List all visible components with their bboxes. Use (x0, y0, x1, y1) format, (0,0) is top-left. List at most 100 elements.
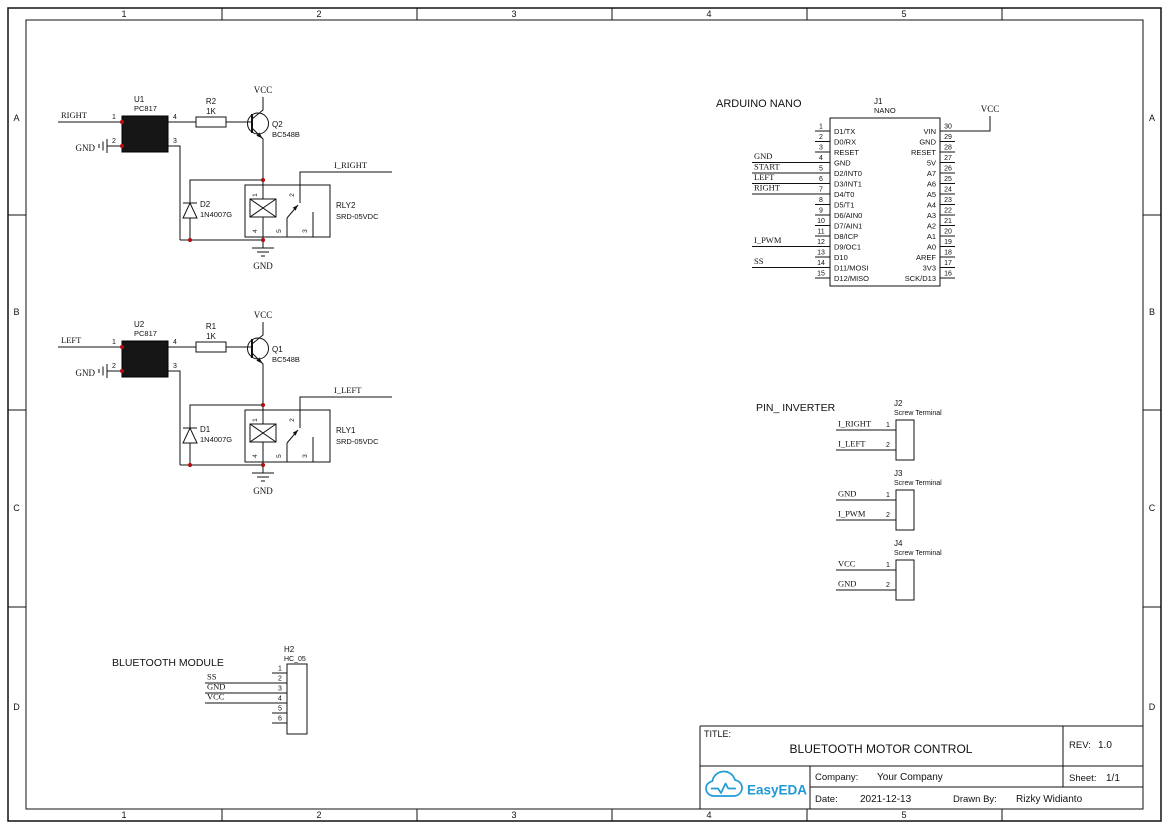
relay-part: SRD-05VDC (336, 437, 379, 446)
relay-symbol[interactable] (244, 409, 331, 463)
transistor-symbol[interactable] (247, 337, 269, 364)
net-label[interactable]: I_RIGHT (838, 419, 872, 429)
bluetooth-module[interactable]: BLUETOOTH MODULE H2 HC_05 1 2 3 4 5 6 SS… (112, 645, 308, 735)
optocoupler-body[interactable] (121, 340, 169, 378)
pin-name: D3/INT1 (834, 180, 862, 189)
net-label[interactable]: GND (754, 151, 772, 161)
net-label[interactable]: SS (207, 672, 217, 682)
net-wires[interactable] (752, 162, 815, 268)
pin-name: GND (919, 138, 936, 147)
net-wires[interactable] (836, 429, 896, 451)
connector-ref: H2 (284, 645, 295, 654)
resistor-body[interactable] (195, 116, 227, 128)
driver-circuit-left[interactable]: LEFT GND U2 PC817 1 2 4 3 R1 1K VCC Q1 B… (58, 310, 392, 496)
gnd-flag-label[interactable]: GND (253, 261, 273, 271)
transistor-circle (247, 337, 269, 360)
pin-number: 30 (944, 124, 952, 131)
net-label-output[interactable]: I_LEFT (334, 385, 362, 395)
arduino-body[interactable] (829, 117, 941, 287)
date-label: Date: (815, 794, 838, 805)
date-value: 2021-12-13 (860, 794, 912, 805)
net-label[interactable]: SS (754, 256, 764, 266)
connector-j3[interactable]: J3 Screw Terminal 1 2 GND I_PWM (836, 469, 942, 531)
transistor-symbol[interactable] (247, 112, 269, 139)
net-wires[interactable] (205, 682, 287, 704)
pin-number: 2 (289, 418, 296, 422)
optocoupler-body[interactable] (121, 115, 169, 153)
diode-symbol[interactable] (182, 201, 198, 219)
resistor-body[interactable] (195, 341, 227, 353)
connector-j4[interactable]: J4 Screw Terminal 1 2 VCC GND (836, 539, 942, 601)
connector-body[interactable] (895, 489, 915, 531)
net-label-output[interactable]: I_RIGHT (334, 160, 368, 170)
ground-symbol (252, 472, 274, 482)
net-label[interactable]: VCC (207, 692, 225, 702)
net-label-input[interactable]: RIGHT (61, 110, 88, 120)
pin-number: 6 (278, 716, 282, 723)
pin-stubs-right (940, 130, 955, 279)
connector-ref: J2 (894, 399, 903, 408)
pin-number: 1 (252, 418, 259, 422)
pin-number: 3 (173, 363, 177, 370)
arduino-nano[interactable]: ARDUINO NANO J1 NANO VCC GND START LEFT … (716, 97, 1000, 287)
wires[interactable] (58, 322, 392, 473)
net-label[interactable]: GND (838, 579, 856, 589)
pin-name: D2/INT0 (834, 169, 862, 178)
net-label[interactable]: LEFT (754, 172, 775, 182)
rev-value: 1.0 (1098, 740, 1112, 751)
net-label-input[interactable]: LEFT (61, 335, 82, 345)
connector-body[interactable] (895, 419, 915, 461)
gnd-flag-label[interactable]: GND (253, 486, 273, 496)
row-label: C (1149, 503, 1156, 513)
junction-dot (119, 344, 125, 350)
relay-switch-arrow-icon (292, 430, 298, 436)
vcc-wire[interactable] (955, 116, 991, 132)
pin-name: D7/AIN1 (834, 222, 862, 231)
frame-inner-border (25, 19, 1144, 810)
net-label[interactable]: GND (207, 682, 225, 692)
net-label[interactable]: I_PWM (754, 235, 782, 245)
junction-dot (260, 402, 266, 408)
pin-number: 2 (289, 193, 296, 197)
vcc-flag-label[interactable]: VCC (254, 85, 273, 95)
pin-inverter[interactable]: PIN_ INVERTER J2 Screw Terminal 1 2 I_RI… (756, 399, 942, 601)
wires[interactable] (58, 97, 392, 248)
net-label[interactable]: VCC (838, 559, 856, 569)
pin-number: 2 (886, 582, 890, 589)
pin-number: 17 (944, 260, 952, 267)
sheet-frame: 1 2 3 4 5 1 2 3 4 5 A B C D A B C D (7, 7, 1162, 822)
row-label: A (13, 113, 19, 123)
pin-name: 5V (927, 159, 936, 168)
pin-number: 3 (819, 145, 823, 152)
pin-name: RESET (834, 148, 859, 157)
gnd-flag-label[interactable]: GND (76, 143, 96, 153)
pin-number: 10 (817, 218, 825, 225)
connector-body[interactable] (895, 559, 915, 601)
company-label: Company: (815, 772, 858, 783)
connector-body[interactable] (286, 663, 308, 735)
emitter-arrow-icon (256, 132, 263, 139)
net-label[interactable]: RIGHT (754, 183, 781, 193)
net-label[interactable]: I_LEFT (838, 439, 866, 449)
vcc-flag-label[interactable]: VCC (981, 104, 1000, 114)
net-label[interactable]: GND (838, 489, 856, 499)
pin-name: 3V3 (923, 264, 936, 273)
net-wires[interactable] (836, 569, 896, 591)
relay-symbol[interactable] (244, 184, 331, 238)
gnd-flag-label[interactable]: GND (76, 368, 96, 378)
net-wires[interactable] (836, 499, 896, 521)
drawn-by-label: Drawn By: (953, 794, 997, 805)
junction-dot (260, 177, 266, 183)
diode-ref: D1 (200, 425, 211, 434)
connector-j2[interactable]: J2 Screw Terminal 1 2 I_RIGHT I_LEFT (836, 399, 942, 461)
vcc-flag-label[interactable]: VCC (254, 310, 273, 320)
junction-dot (119, 368, 125, 374)
net-label[interactable]: I_PWM (838, 509, 866, 519)
title-label: TITLE: (704, 729, 731, 739)
net-label[interactable]: START (754, 162, 781, 172)
driver-circuit-right[interactable]: RIGHT GND U1 PC817 1 2 4 3 R2 1K VCC Q2 … (58, 85, 392, 271)
diode-symbol[interactable] (182, 426, 198, 444)
pin-number: 2 (819, 134, 823, 141)
easyeda-logo: EasyEDA (705, 770, 807, 798)
pin-number: 4 (278, 696, 282, 703)
